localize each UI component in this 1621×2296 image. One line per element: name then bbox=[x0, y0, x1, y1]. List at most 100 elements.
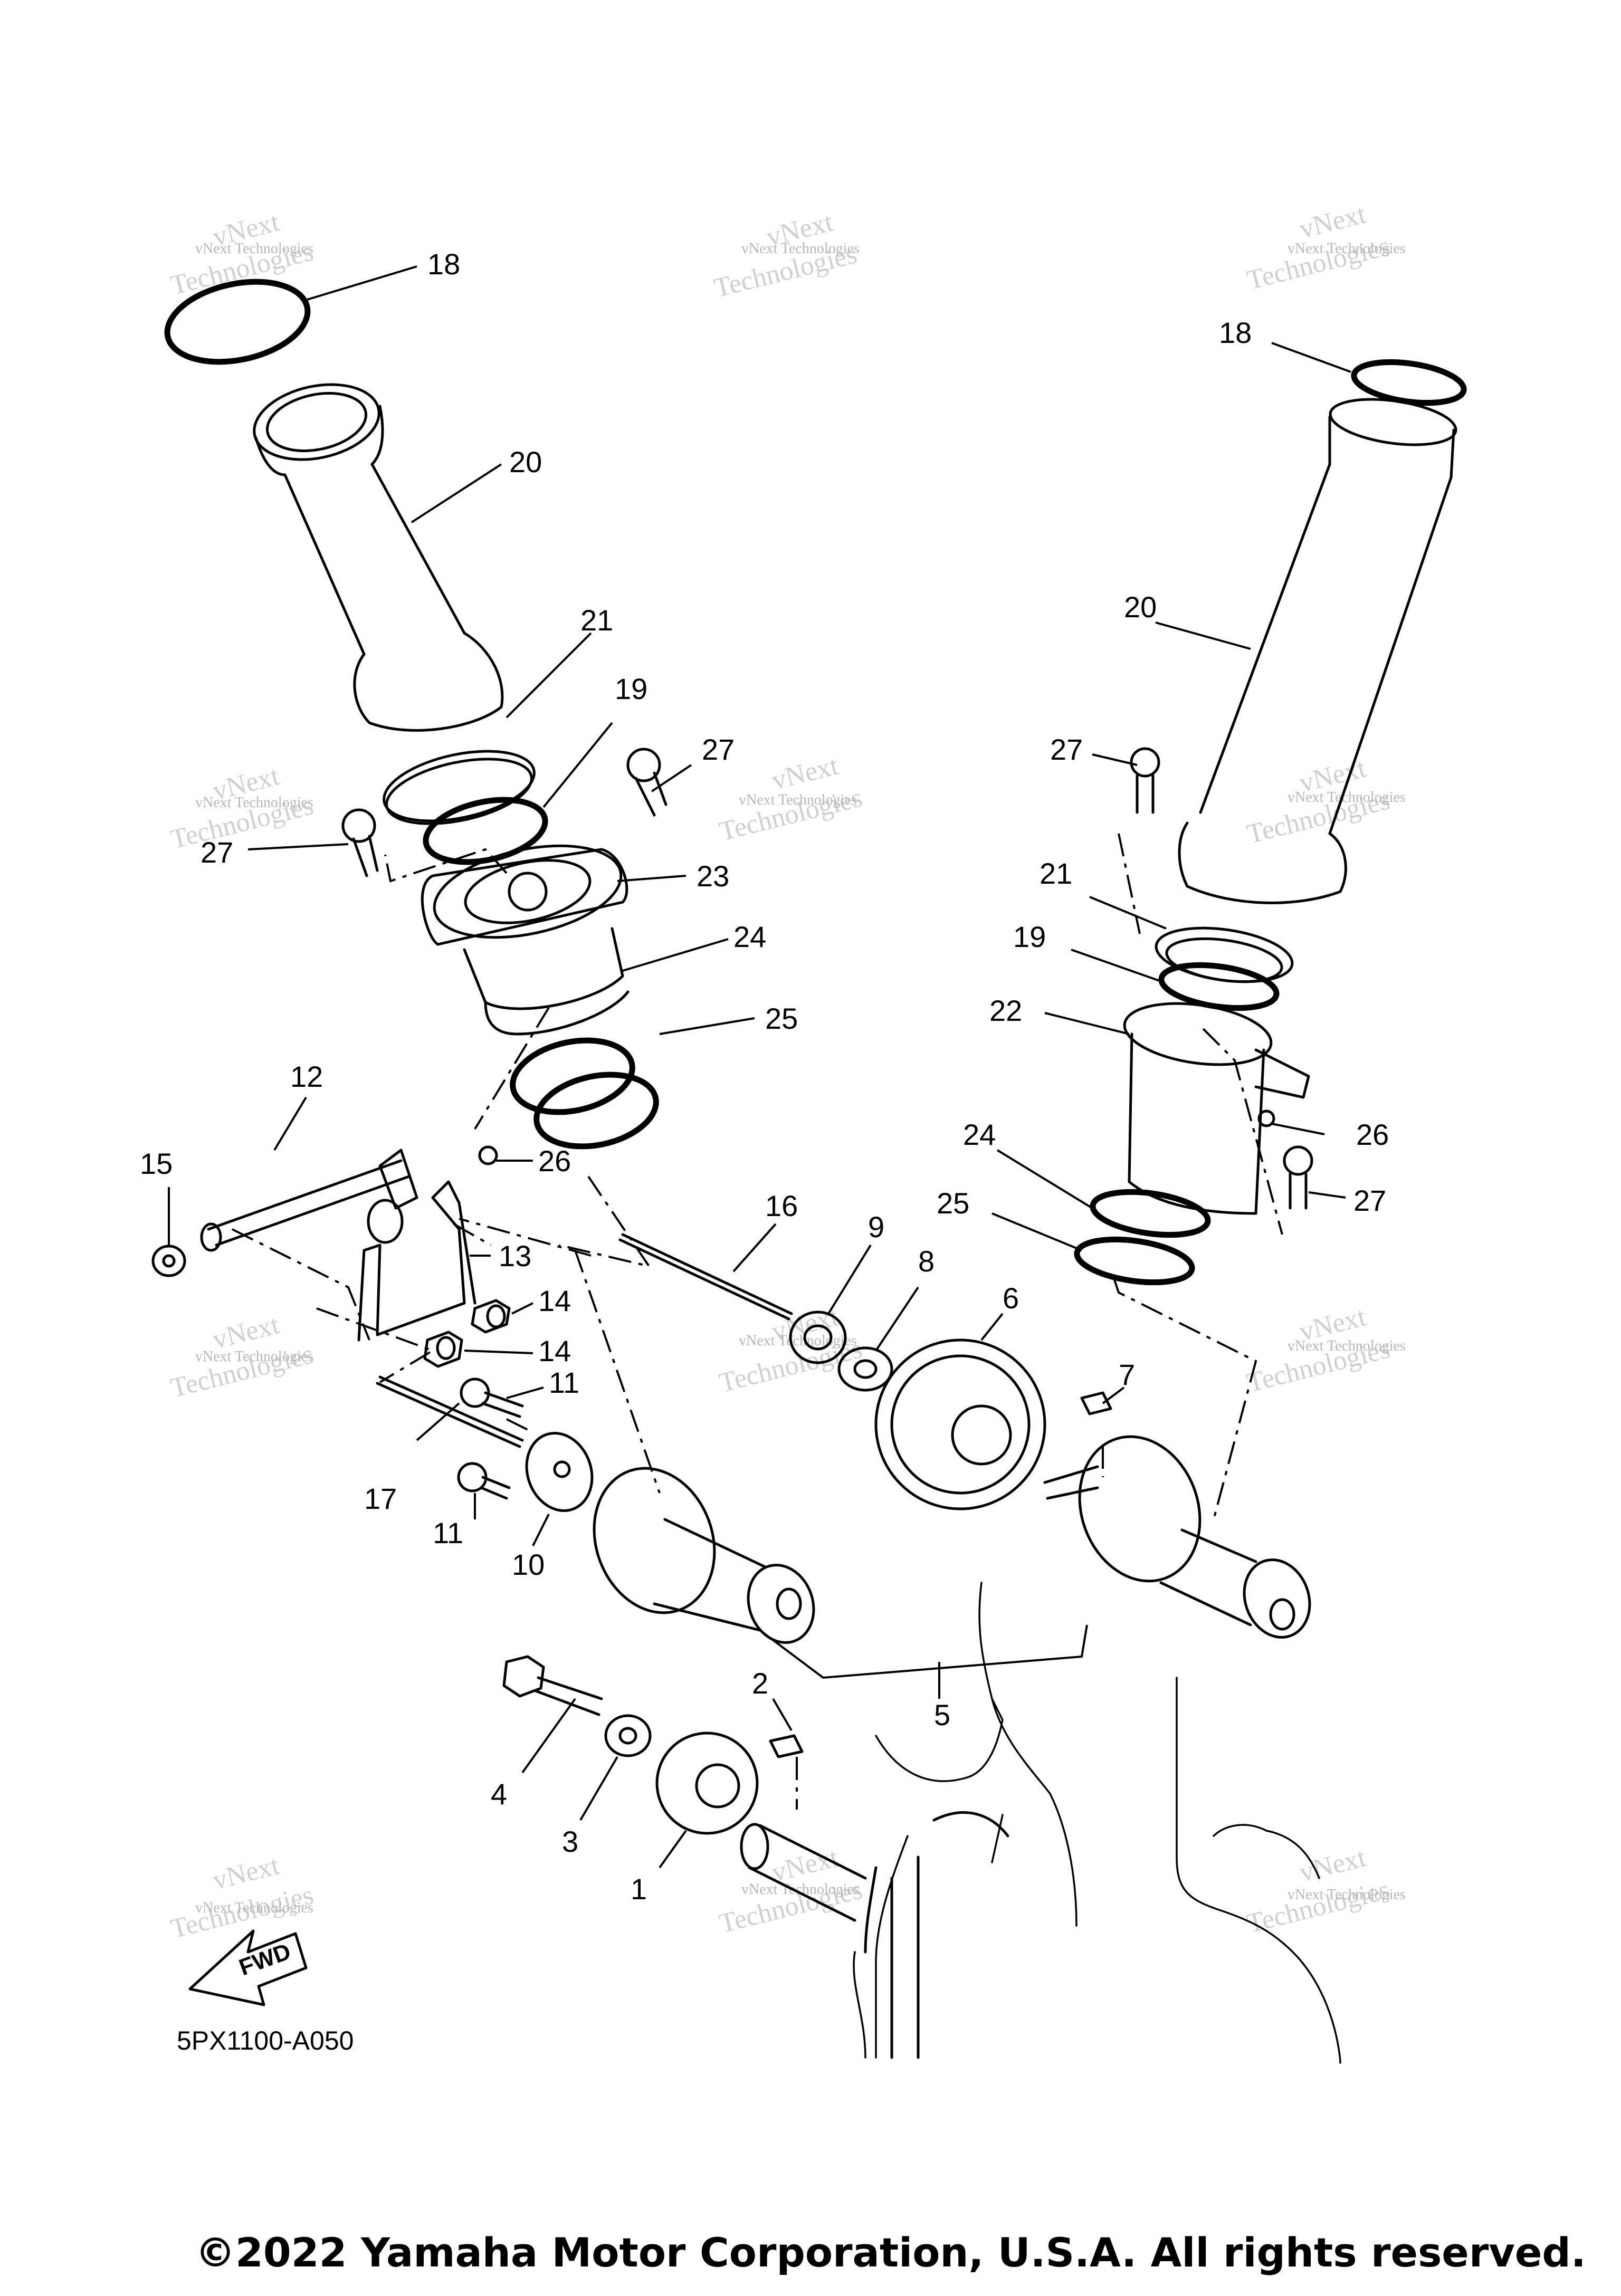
callout-26-right: 26 bbox=[1356, 1118, 1389, 1151]
shaft-12-eye bbox=[367, 1199, 404, 1244]
pin-26-right bbox=[1257, 1109, 1275, 1127]
o-ring-18-right bbox=[1351, 359, 1467, 406]
housing-23-top bbox=[433, 844, 623, 939]
callout-24-left: 24 bbox=[733, 920, 766, 953]
engine-case-outline-b bbox=[991, 1698, 1078, 1927]
gear-6 bbox=[874, 1338, 1046, 1510]
watermark-text: vNext Technologies bbox=[195, 241, 313, 257]
shift-mechanism bbox=[151, 1149, 1112, 1512]
callout-24-right: 24 bbox=[963, 1118, 996, 1151]
housing-23-base bbox=[484, 990, 630, 1036]
engine-case-detail bbox=[864, 1811, 1009, 1954]
housing-23-body bbox=[463, 927, 624, 1010]
housing-22-top bbox=[1123, 1002, 1273, 1066]
crank-shaft bbox=[748, 1824, 867, 1922]
o-ring-19-right bbox=[1158, 962, 1280, 1011]
shaft-12-end bbox=[200, 1222, 222, 1252]
tube-20-right-lip bbox=[1328, 415, 1455, 479]
gear-1-hub bbox=[695, 1763, 740, 1809]
callout-5: 5 bbox=[934, 1698, 950, 1731]
watermark-text: vNext Technologies bbox=[195, 1348, 313, 1365]
shaft-12 bbox=[207, 1159, 411, 1247]
pin-26-left bbox=[478, 1145, 498, 1165]
drawing-code: 5PX1100-A050 bbox=[177, 2026, 354, 2055]
callout-22: 22 bbox=[989, 994, 1022, 1027]
callout-25-right: 25 bbox=[937, 1187, 969, 1220]
callout-16: 16 bbox=[765, 1189, 798, 1222]
washer-8 bbox=[837, 1346, 893, 1392]
bolt-27-right-b bbox=[1283, 1145, 1313, 1210]
bolt-27-left-a bbox=[626, 748, 668, 817]
camshaft-assembly-5 bbox=[593, 1435, 1311, 1644]
bearing-9-inner bbox=[803, 1324, 833, 1351]
bolt-4-shank bbox=[534, 1676, 603, 1716]
watermark-text: vNext Technologies bbox=[1288, 1338, 1406, 1354]
callout-21-left: 21 bbox=[580, 604, 613, 637]
callout-4: 4 bbox=[491, 1777, 507, 1811]
tube-20-left-lip bbox=[254, 405, 384, 476]
gear-1 bbox=[655, 1731, 759, 1835]
callout-19-right: 19 bbox=[1013, 920, 1046, 953]
screw-11-b bbox=[457, 1462, 511, 1500]
leader-lines bbox=[168, 265, 1351, 1869]
cam-5-right-gear bbox=[1078, 1435, 1202, 1583]
bracket-13 bbox=[357, 1180, 476, 1342]
nut-14-b bbox=[423, 1331, 463, 1368]
watermark-text: vNext Technologies bbox=[739, 792, 857, 808]
screw-11-a bbox=[460, 1377, 524, 1418]
watermark-text: vNext Technologies bbox=[1288, 241, 1406, 257]
o-ring-18-left bbox=[164, 279, 311, 365]
engine-case-outline-d bbox=[1176, 1677, 1341, 2064]
callout-27-right-a: 27 bbox=[1050, 733, 1083, 766]
callout-13: 13 bbox=[499, 1239, 531, 1273]
engine-case-outline-f bbox=[853, 1951, 866, 2059]
callout-20-left: 20 bbox=[509, 445, 542, 479]
cam-5-right-bore bbox=[1269, 1598, 1295, 1631]
callout-27-left-b: 27 bbox=[201, 836, 233, 869]
cam-5-left-lobe bbox=[747, 1564, 815, 1644]
callout-14-b: 14 bbox=[538, 1334, 571, 1367]
ring-21-left bbox=[383, 750, 536, 822]
callout-2: 2 bbox=[752, 1667, 768, 1700]
watermark-text: vNext Technologies bbox=[195, 1900, 313, 1916]
washer-15 bbox=[151, 1245, 186, 1277]
bolt-27-right-a bbox=[1130, 747, 1160, 814]
tube-20-left-body bbox=[283, 463, 466, 656]
plate-10-hole bbox=[553, 1460, 571, 1478]
callout-14-a: 14 bbox=[538, 1284, 571, 1317]
watermark-text: vNext Technologies bbox=[1288, 789, 1406, 806]
callout-12: 12 bbox=[290, 1060, 323, 1093]
watermark-text: vNext Technologies bbox=[1288, 1887, 1406, 1903]
callout-8: 8 bbox=[918, 1245, 935, 1278]
engine-case-outline-e bbox=[1213, 1824, 1320, 1879]
callout-27-right-b: 27 bbox=[1353, 1184, 1386, 1217]
callout-11-b: 11 bbox=[433, 1516, 463, 1549]
lower-drive bbox=[502, 1582, 1341, 2064]
callout-3: 3 bbox=[562, 1825, 578, 1858]
guide-lines bbox=[232, 833, 1283, 1810]
crank-shaft-end bbox=[740, 1823, 769, 1870]
right-tube-assembly bbox=[1074, 359, 1467, 1286]
callout-18-right: 18 bbox=[1219, 316, 1252, 349]
housing-22-tab bbox=[1254, 1048, 1310, 1099]
washer-8-hole bbox=[853, 1359, 878, 1379]
bearing-9 bbox=[789, 1310, 847, 1364]
o-ring-24-right bbox=[1090, 1189, 1211, 1238]
copyright-notice: ©2022 Yamaha Motor Corporation, U.S.A. A… bbox=[195, 2229, 1586, 2276]
watermark-text: vNext Technologies bbox=[739, 1333, 857, 1349]
washer-15-hole bbox=[162, 1254, 176, 1268]
cam-5-right-body bbox=[1159, 1528, 1257, 1627]
callouts: 18 20 21 19 27 27 23 24 25 26 12 15 13 1… bbox=[140, 247, 1389, 1906]
rod-16 bbox=[618, 1233, 793, 1321]
tube-20-right-collar bbox=[1178, 821, 1347, 904]
washer-3 bbox=[604, 1714, 652, 1757]
watermarks: vNext Technologies vNext Technologies vN… bbox=[168, 199, 1406, 1944]
tube-20-left-inner bbox=[265, 391, 368, 453]
watermark-text: vNext Technologies bbox=[741, 1881, 860, 1898]
fwd-arrow-icon: FWD bbox=[188, 1929, 308, 2006]
housing-22-base bbox=[1128, 1180, 1257, 1215]
callout-11-a: 11 bbox=[549, 1366, 579, 1399]
tube-20-right-body bbox=[1199, 463, 1453, 835]
callout-19-left: 19 bbox=[615, 672, 647, 705]
